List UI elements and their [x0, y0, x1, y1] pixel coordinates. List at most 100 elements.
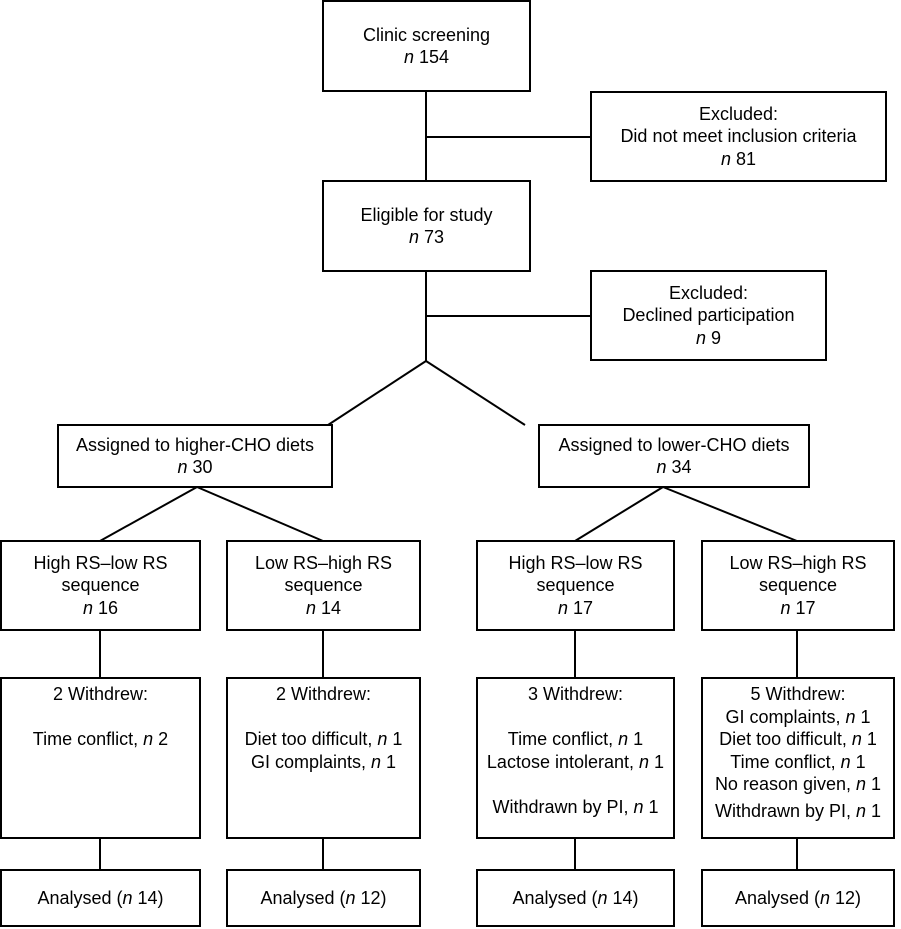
group-count: n 14	[306, 597, 341, 620]
n-symbol: n	[780, 597, 791, 618]
n-symbol: n	[856, 800, 867, 821]
withdrew-title: 3 Withdrew:	[527, 684, 624, 704]
count-value: 30	[187, 457, 213, 477]
analysed-label: Analysed (n 14)	[512, 887, 639, 908]
count-value: 17	[567, 597, 594, 618]
excluded-declined-count: n 9	[696, 327, 721, 350]
group-sequence-line2: sequence	[758, 575, 838, 596]
excluded-inclusion-box: Excluded: Did not meet inclusion criteri…	[590, 91, 887, 182]
excluded-declined-reason: Declined participation	[622, 305, 795, 326]
arm-lower-cho-count: n 34	[656, 456, 691, 479]
analysed-box: Analysed (n 12)	[701, 869, 895, 927]
withdrew-reason: Time conflict, n 1	[507, 729, 644, 749]
n-symbol: n	[840, 751, 851, 772]
n-symbol: n	[851, 729, 862, 749]
excluded-inclusion-count: n 81	[721, 148, 756, 171]
group-sequence-line1: Low RS–high RS	[729, 552, 867, 573]
withdrew-box: 5 Withdrew: GI complaints, n 1 Diet too …	[701, 677, 895, 839]
withdrew-title: 5 Withdrew:	[750, 684, 846, 704]
group-count: n 16	[83, 597, 118, 620]
n-symbol: n	[633, 796, 644, 817]
n-symbol: n	[305, 597, 316, 618]
n-symbol: n	[403, 47, 414, 67]
group-sequence-line1: Low RS–high RS	[254, 552, 393, 573]
analysed-label: Analysed (n 12)	[734, 887, 862, 908]
group-sequence-line1: High RS–low RS	[508, 552, 643, 573]
n-symbol: n	[377, 729, 388, 749]
n-symbol: n	[122, 887, 133, 908]
group-low-high-box: Low RS–high RS sequence n 17	[701, 540, 895, 631]
clinic-screening-count: n 154	[404, 46, 449, 69]
withdrew-title: 2 Withdrew:	[52, 684, 149, 704]
withdrew-title: 2 Withdrew:	[275, 684, 372, 704]
eligible-count: n 73	[409, 226, 444, 249]
n-symbol: n	[408, 227, 419, 247]
group-high-low-box: High RS–low RS sequence n 17	[476, 540, 675, 631]
count-value: 154	[413, 47, 450, 67]
clinic-screening-title: Clinic screening	[362, 24, 491, 45]
connector-high-g2	[196, 486, 324, 542]
analysed-box: Analysed (n 14)	[476, 869, 675, 927]
arm-higher-cho-title: Assigned to higher-CHO diets	[75, 434, 315, 455]
count-value: 73	[418, 227, 445, 247]
n-symbol: n	[143, 729, 154, 749]
withdrew-reason: GI complaints, n 1	[250, 751, 397, 772]
count-value: 16	[92, 597, 119, 618]
n-symbol: n	[597, 887, 608, 908]
count-value: 14	[315, 597, 342, 618]
analysed-label: Analysed (n 14)	[37, 887, 164, 908]
n-symbol: n	[557, 597, 568, 618]
connector-low-g3	[574, 486, 664, 542]
excluded-inclusion-reason: Did not meet inclusion criteria	[620, 126, 857, 147]
group-high-low-box: High RS–low RS sequence n 16	[0, 540, 201, 631]
excluded-declined-title: Excluded:	[668, 282, 749, 303]
connector-split-low	[425, 360, 526, 426]
arm-lower-cho-box: Assigned to lower-CHO diets n 34	[538, 424, 810, 488]
withdrew-reason: No reason given, n 1	[714, 774, 882, 794]
group-low-high-box: Low RS–high RS sequence n 14	[226, 540, 421, 631]
eligible-box: Eligible for study n 73	[322, 180, 531, 272]
excluded-inclusion-title: Excluded:	[698, 103, 779, 124]
withdrew-reason: Diet too difficult, n 1	[244, 729, 403, 749]
group-sequence-line1: High RS–low RS	[33, 552, 168, 573]
n-symbol: n	[371, 751, 382, 772]
withdrew-reason: Withdrawn by PI, n 1	[714, 800, 882, 821]
n-symbol: n	[618, 729, 629, 749]
group-count: n 17	[780, 597, 815, 620]
connector-split-high	[327, 360, 427, 426]
analysed-label: Analysed (n 12)	[260, 887, 387, 908]
withdrew-box: 2 Withdrew: Time conflict, n 2	[0, 677, 201, 839]
n-symbol: n	[82, 597, 93, 618]
withdrew-reason: Time conflict, n 2	[32, 729, 169, 749]
arm-higher-cho-box: Assigned to higher-CHO diets n 30	[57, 424, 333, 488]
n-symbol: n	[639, 751, 650, 772]
connector-high-g1	[99, 486, 198, 542]
count-value: 17	[790, 597, 816, 618]
withdrew-reason: Lactose intolerant, n 1	[486, 751, 665, 772]
analysed-box: Analysed (n 12)	[226, 869, 421, 927]
group-sequence-line2: sequence	[284, 575, 363, 596]
group-sequence-line2: sequence	[536, 575, 615, 596]
n-symbol: n	[845, 706, 856, 727]
excluded-declined-box: Excluded: Declined participation n 9	[590, 270, 827, 361]
withdrew-reason: Diet too difficult, n 1	[719, 729, 877, 749]
count-value: 9	[706, 327, 722, 348]
connector-low-g4	[662, 486, 798, 542]
arm-higher-cho-count: n 30	[177, 456, 212, 479]
n-symbol: n	[720, 148, 731, 169]
n-symbol: n	[345, 887, 356, 908]
n-symbol: n	[856, 774, 867, 794]
n-symbol: n	[695, 327, 706, 348]
group-count: n 17	[558, 597, 593, 620]
withdrew-reason: Withdrawn by PI, n 1	[492, 796, 659, 817]
eligible-title: Eligible for study	[360, 204, 493, 225]
withdrew-box: 3 Withdrew: Time conflict, n 1 Lactose i…	[476, 677, 675, 839]
count-value: 81	[730, 148, 757, 169]
group-sequence-line2: sequence	[61, 575, 140, 596]
withdrew-reason: GI complaints, n 1	[725, 706, 871, 727]
n-symbol: n	[177, 457, 188, 477]
withdrew-box: 2 Withdrew: Diet too difficult, n 1 GI c…	[226, 677, 421, 839]
analysed-box: Analysed (n 14)	[0, 869, 201, 927]
n-symbol: n	[820, 887, 831, 908]
